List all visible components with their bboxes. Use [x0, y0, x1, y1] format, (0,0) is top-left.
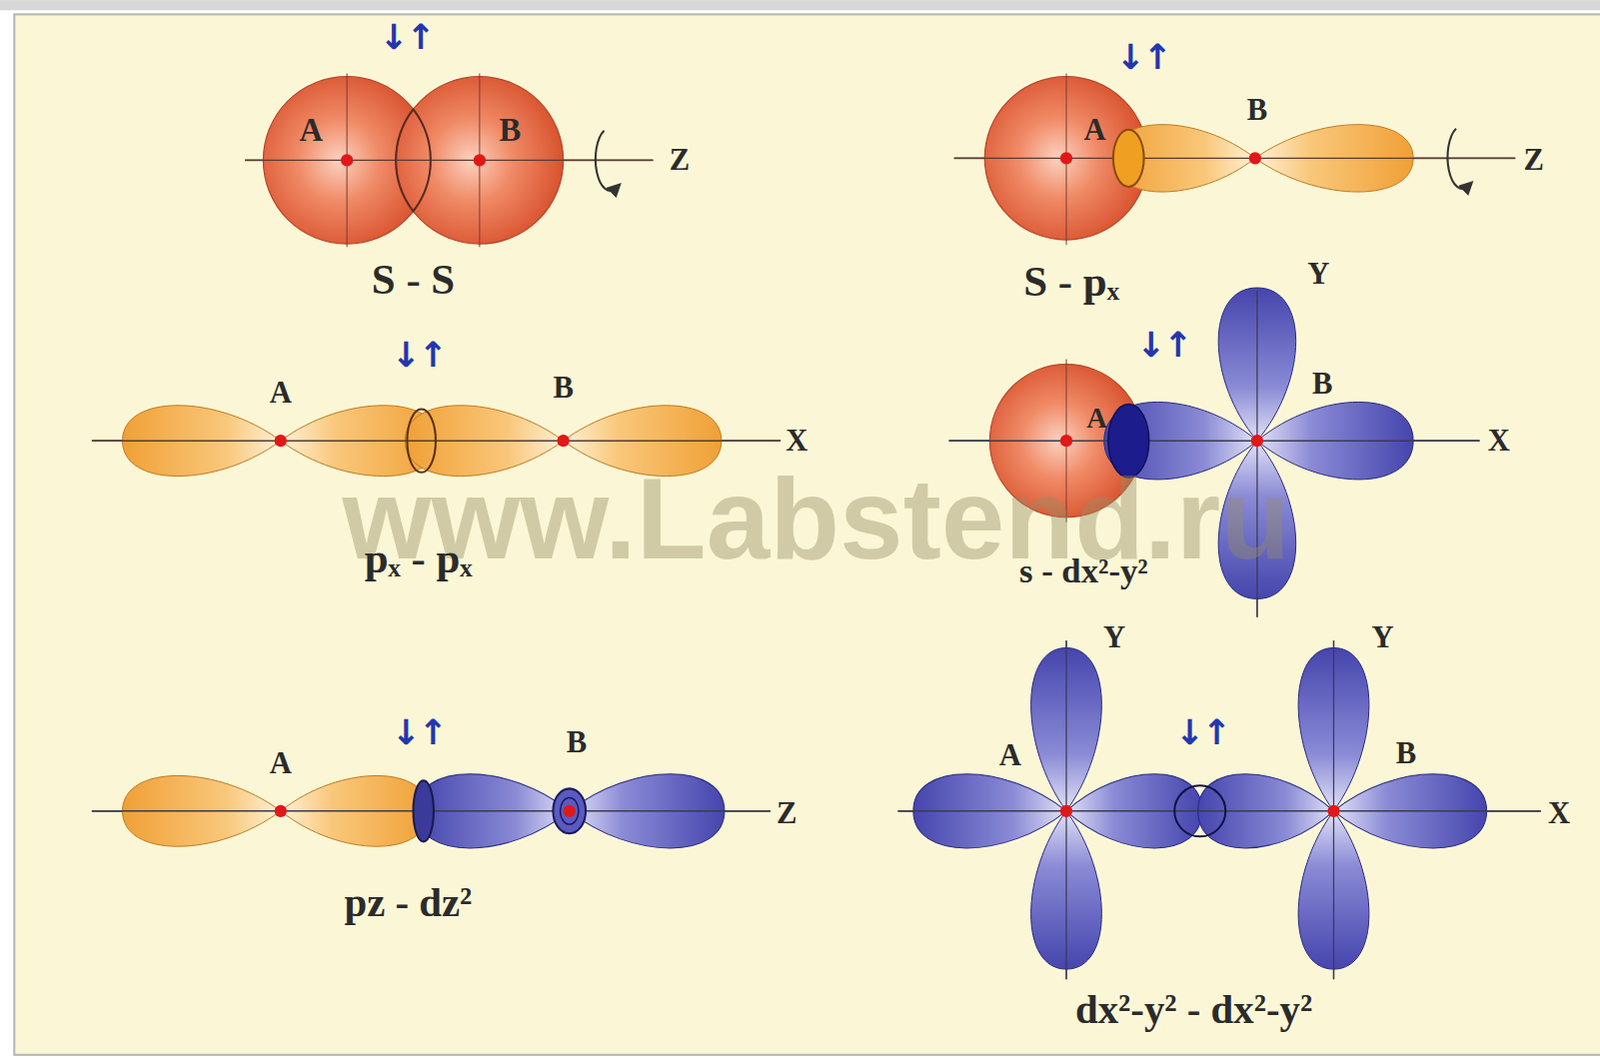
atom-label: B	[552, 372, 573, 404]
atom-label: B	[566, 727, 587, 759]
axis-label: Z	[1523, 144, 1544, 176]
overlap-caption: dx²-y² - dx²-y²	[1075, 989, 1313, 1031]
overlap-caption: pz - dz²	[343, 882, 472, 924]
axis-label: X	[1548, 797, 1571, 829]
atom-label: A	[1086, 403, 1108, 433]
atom-label: A	[1084, 113, 1107, 145]
spin-arrows: ↓↑	[391, 715, 446, 751]
overlap-caption: pₓ - pₓ	[364, 536, 473, 580]
spin-arrows: ↓↑	[1115, 39, 1170, 75]
spin-arrows: ↓↑	[391, 337, 446, 373]
axis-label: Y	[1371, 622, 1394, 654]
spin-arrows: ↓↑	[1136, 327, 1191, 363]
atom-label: B	[499, 112, 522, 146]
spin-arrows: ↓↑	[378, 18, 433, 54]
atom-label: B	[1312, 368, 1333, 400]
axis-label: X	[785, 425, 808, 457]
overlap-caption: S - pₓ	[1023, 259, 1120, 303]
atom-label: A	[999, 739, 1022, 771]
axis-label: X	[1488, 425, 1511, 457]
atom-label: B	[1396, 737, 1417, 769]
axis-label: Z	[776, 797, 797, 829]
overlap-caption: s - dx²-y²	[1019, 553, 1149, 589]
atom-label: B	[1247, 94, 1268, 126]
overlap-caption: S - S	[371, 257, 455, 301]
spin-arrows: ↓↑	[1175, 715, 1230, 751]
atom-label: A	[269, 377, 292, 409]
atom-label: A	[269, 747, 292, 779]
watermark: www.Labstend.ru	[341, 461, 1291, 576]
axis-label: Y	[1307, 257, 1330, 289]
axis-label: Y	[1103, 622, 1126, 654]
axis-label: Z	[669, 144, 690, 176]
atom-label: A	[299, 112, 324, 146]
